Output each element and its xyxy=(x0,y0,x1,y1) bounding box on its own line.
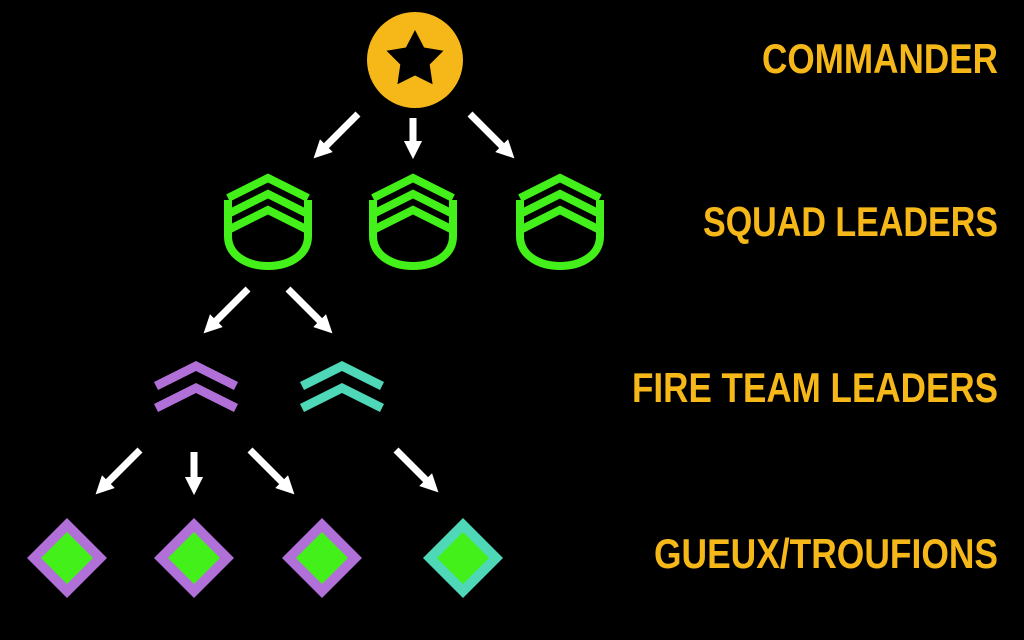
arrow-icon xyxy=(247,447,295,495)
arrow-icon xyxy=(467,111,515,159)
fire-team-leader-icon xyxy=(153,360,239,413)
arrow-icon xyxy=(393,447,439,493)
fire-team-leader-icon xyxy=(299,360,385,413)
arrow-icon xyxy=(285,286,333,334)
grunt-diamond-icon xyxy=(154,518,234,598)
squad-leader-icon xyxy=(369,173,457,270)
grunt-diamond-icon xyxy=(27,518,107,598)
level-label-fire-team-leaders: FIRE TEAM LEADERS xyxy=(632,364,998,411)
squad-leader-icon xyxy=(516,173,604,270)
arrow-icon xyxy=(95,447,143,495)
grunts-row xyxy=(27,518,503,598)
commander-star-icon xyxy=(367,12,463,108)
level-label-commander: COMMANDER xyxy=(762,35,998,82)
arrow-icon xyxy=(313,111,361,159)
grunt-diamond-icon xyxy=(282,518,362,598)
grunt-diamond-icon xyxy=(423,518,503,598)
commander-arrows xyxy=(313,111,515,160)
level-label-grunts: GUEUX/TROUFIONS xyxy=(654,530,998,577)
squad-leader-icon xyxy=(224,173,312,270)
fireteam-arrows xyxy=(95,447,439,496)
squad-arrows xyxy=(203,286,333,334)
arrow-icon xyxy=(203,286,251,334)
squad-leaders-row xyxy=(224,173,604,270)
level-label-squad-leaders: SQUAD LEADERS xyxy=(703,198,998,245)
